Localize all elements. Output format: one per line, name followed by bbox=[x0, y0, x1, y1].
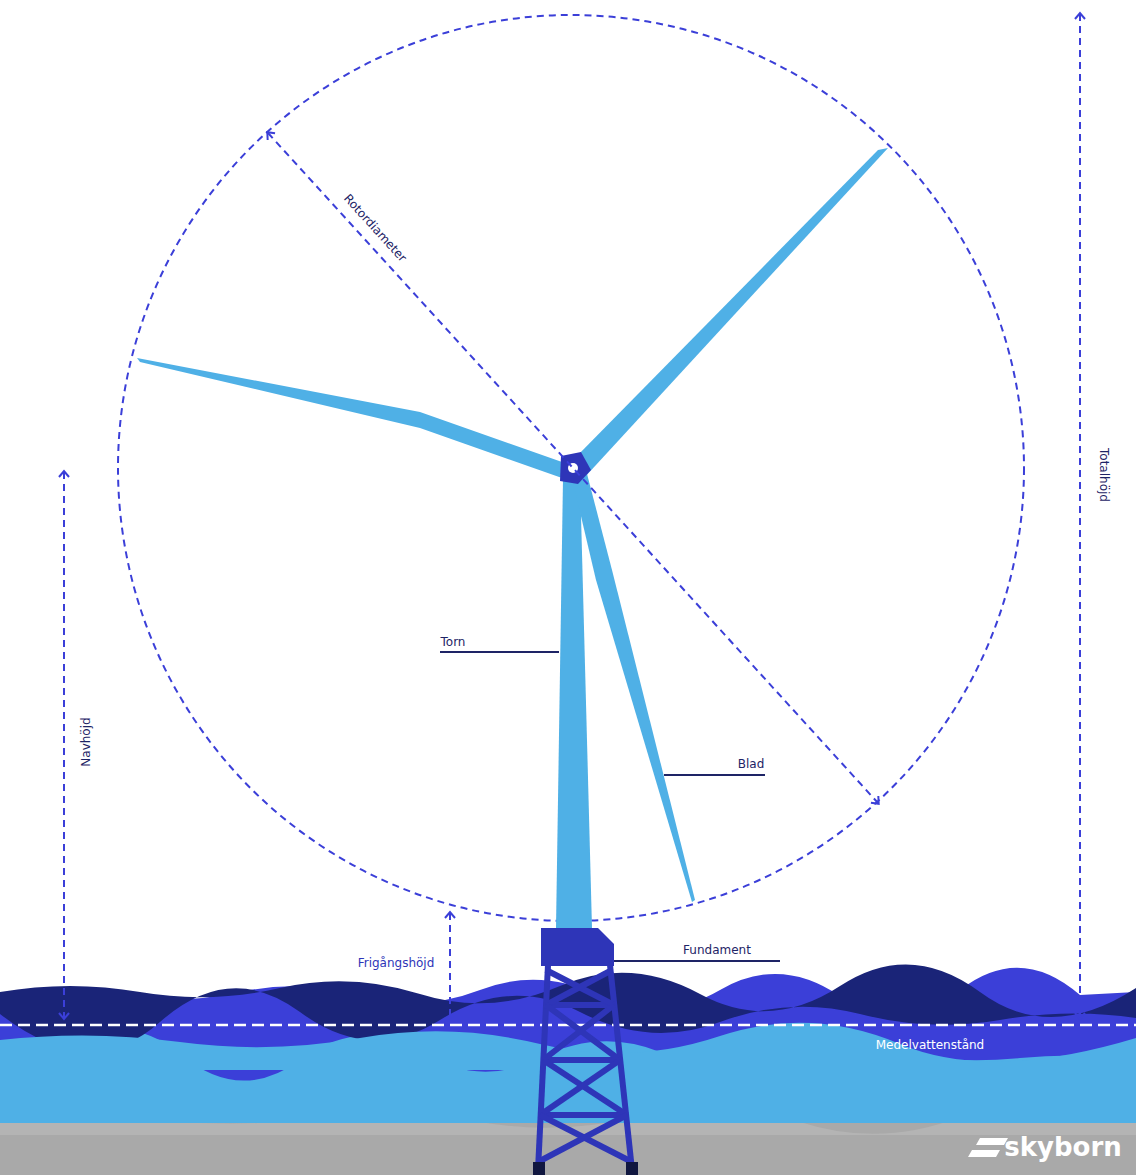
logo-text: skyborn bbox=[1004, 1132, 1122, 1162]
part-label: Torn bbox=[441, 635, 466, 649]
part-label: Blad bbox=[738, 757, 765, 771]
dimension-label: Totalhöjd bbox=[1097, 448, 1111, 502]
part-label: Fundament bbox=[683, 943, 751, 957]
dimension-label: Navhöjd bbox=[79, 717, 93, 766]
dimension-label: Frigångshöjd bbox=[358, 956, 435, 970]
dimension-label: Rotordiameter bbox=[341, 191, 409, 264]
water-level-label: Medelvattenstånd bbox=[876, 1038, 984, 1052]
